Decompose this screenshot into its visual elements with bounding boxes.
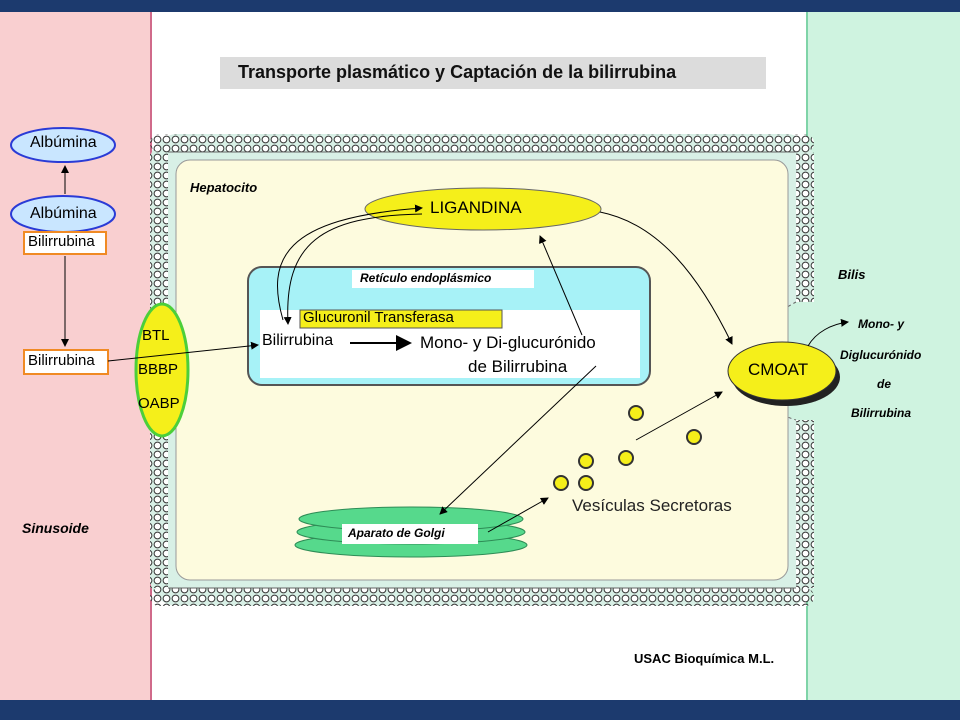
albumin-top-label: Albúmina (30, 134, 97, 151)
vesicle (578, 475, 594, 491)
vesicle (553, 475, 569, 491)
bile-label: Bilis (838, 267, 866, 282)
bile-product-line4: Bilirrubina (851, 406, 912, 420)
sinusoid-label: Sinusoide (22, 520, 89, 536)
arrow-ligandina-to-cmoat (599, 211, 733, 345)
cmoat-label: CMOAT (748, 360, 809, 379)
bilirubin-bound-label: Bilirrubina (28, 233, 95, 250)
ligandina-label: LIGANDINA (430, 198, 522, 217)
golgi-label-box (342, 524, 478, 544)
vesicle (618, 450, 634, 466)
bile-product-line3: de (877, 377, 892, 391)
arrow-uptake (107, 341, 259, 362)
top-band (0, 0, 960, 12)
credit-label: USAC Bioquímica M.L. (634, 651, 775, 666)
albumin-bound-label: Albúmina (30, 205, 97, 222)
vesicles-label: Vesículas Secretoras (572, 496, 732, 515)
membrane-beads-right-upper (796, 152, 814, 302)
bilirubin-free-box (23, 349, 109, 375)
arrow-er-to-golgi (439, 365, 597, 515)
transporter-btl: BTL (142, 327, 170, 344)
bottom-band (0, 700, 960, 720)
bile-product-line2: Diglucurónido (840, 348, 922, 362)
transporter-oabp: OABP (138, 395, 180, 412)
membrane-beads-bottom (150, 588, 814, 606)
arrow-from-ligandina (283, 213, 423, 325)
diagram-title: Transporte plasmático y Captación de la … (238, 62, 677, 82)
golgi-label: Aparato de Golgi (348, 526, 445, 540)
ligandina-ellipse (364, 187, 602, 231)
albumin-free (10, 127, 116, 163)
bile-product-line1: Mono- y (858, 317, 904, 331)
transporter-ellipse (134, 302, 190, 438)
transporter-bbbp: BBBP (138, 361, 179, 378)
enzyme-box (299, 309, 503, 329)
title-box (220, 57, 766, 89)
vesicle (628, 405, 644, 421)
enzyme-label: Glucuronil Transferasa (303, 309, 454, 326)
bilirubin-free-label: Bilirrubina (28, 352, 95, 369)
vesicle (686, 429, 702, 445)
reticulum-label: Retículo endoplásmico (360, 271, 492, 285)
er-bilirubin-label: Bilirrubina (262, 332, 334, 349)
arrow-product-to-ligandina (539, 235, 583, 336)
er-label-box (352, 270, 534, 288)
arrow-excretion (807, 318, 849, 347)
hepatocyte-label: Hepatocito (190, 180, 258, 195)
cmoat-ellipse (727, 341, 837, 401)
vesicle (578, 453, 594, 469)
er-product-line1: Mono- y Di-glucurónido (420, 333, 596, 352)
er-product-line2: de Bilirrubina (468, 357, 568, 376)
arrow-golgi-to-vesicles (487, 497, 549, 533)
bilirubin-bound-box (23, 231, 107, 255)
arrow-vesicles-to-cmoat (635, 391, 723, 441)
membrane-beads-top (150, 134, 814, 152)
arrow-to-ligandina (277, 204, 423, 321)
membrane-beads-right-lower (796, 420, 814, 588)
